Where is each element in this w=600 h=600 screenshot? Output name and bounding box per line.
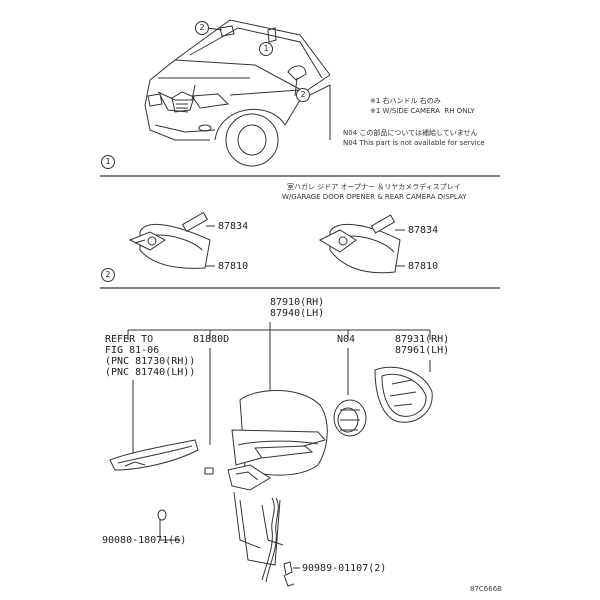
part-81880d[interactable]: 81880D (193, 334, 230, 345)
refer-line-4: (PNC 81740(LH)) (105, 367, 196, 378)
part-87910-rh[interactable]: 87910(RH) (270, 297, 325, 308)
part-87810-right[interactable]: 87810 (408, 261, 439, 272)
mirror-glass (374, 366, 433, 423)
mirror-housing (227, 390, 328, 583)
section-dividers (100, 175, 500, 289)
part-87834-left[interactable]: 87834 (218, 221, 249, 232)
section-1-header-jp: 室ハガレ ジドア オープナー ＆リヤカメラディスプレイ (287, 183, 461, 191)
part-90989-01107[interactable]: 90989-01107(2) (302, 563, 387, 574)
mirror-actuator (333, 399, 367, 437)
section-1-header-en: W/GARAGE DOOR OPENER & REAR CAMERA DISPL… (282, 193, 467, 201)
refer-line-2[interactable]: FIG 81-06 (105, 345, 160, 356)
note-2-jp: N04 この部品については補給していません (343, 129, 478, 137)
car-illustration (144, 19, 331, 167)
note-1-en: ※1 W/SIDE CAMERA RH ONLY (370, 107, 475, 115)
part-81880-marker (204, 467, 214, 475)
part-n04: N04 (337, 334, 356, 345)
section-1-marker: 1 (101, 155, 115, 169)
part-90080-18071[interactable]: 90080-18071(6) (102, 535, 187, 546)
inner-mirror-left (128, 211, 215, 269)
clip-icon (283, 561, 300, 587)
section-2-marker: 2 (101, 268, 115, 282)
turn-signal-lamp (109, 439, 199, 471)
drawing-code: 87C666B (470, 585, 502, 593)
part-87931-rh[interactable]: 87931(RH) (395, 334, 450, 345)
callout-2-top: 2 (195, 21, 209, 35)
note-1-jp: ※1 右ハンドル 右のみ (370, 97, 441, 105)
note-2-en: N04 This part is not available for servi… (343, 139, 485, 147)
inner-mirror-right (318, 214, 405, 274)
refer-line-3: (PNC 81730(RH)) (105, 356, 196, 367)
refer-line-1: REFER TO (105, 334, 154, 345)
callout-1-top: 1 (259, 42, 273, 56)
leader-lines (127, 322, 431, 541)
part-87940-lh[interactable]: 87940(LH) (270, 308, 325, 319)
part-87961-lh[interactable]: 87961(LH) (395, 345, 450, 356)
callout-2-mirror: 2 (296, 88, 310, 102)
screw-icon (157, 509, 167, 521)
part-87810-left[interactable]: 87810 (218, 261, 249, 272)
part-87834-right[interactable]: 87834 (408, 225, 439, 236)
